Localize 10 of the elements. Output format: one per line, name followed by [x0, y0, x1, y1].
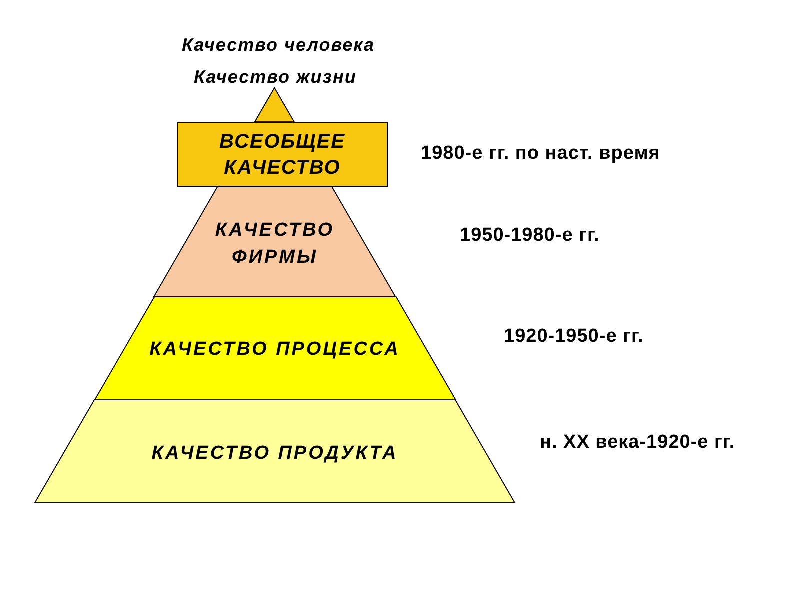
band-label: КАЧЕСТВО ФИРМЫ — [214, 219, 336, 270]
period-label: н. XX века-1920-е гг. — [540, 432, 736, 454]
heading-text: Качество жизни — [194, 67, 357, 88]
band-label: КАЧЕСТВО ПРОЦЕССА — [150, 339, 400, 362]
heading-text: Качество человека — [182, 35, 376, 56]
band-label: ВСЕОБЩЕЕ КАЧЕСТВО — [218, 130, 346, 180]
period-label: 1980-е гг. по наст. время — [421, 143, 660, 165]
band-label: КАЧЕСТВО ПРОДУКТА — [152, 443, 398, 466]
period-label: 1950-1980-е гг. — [460, 225, 600, 247]
period-label: 1920-1950-е гг. — [504, 326, 644, 348]
